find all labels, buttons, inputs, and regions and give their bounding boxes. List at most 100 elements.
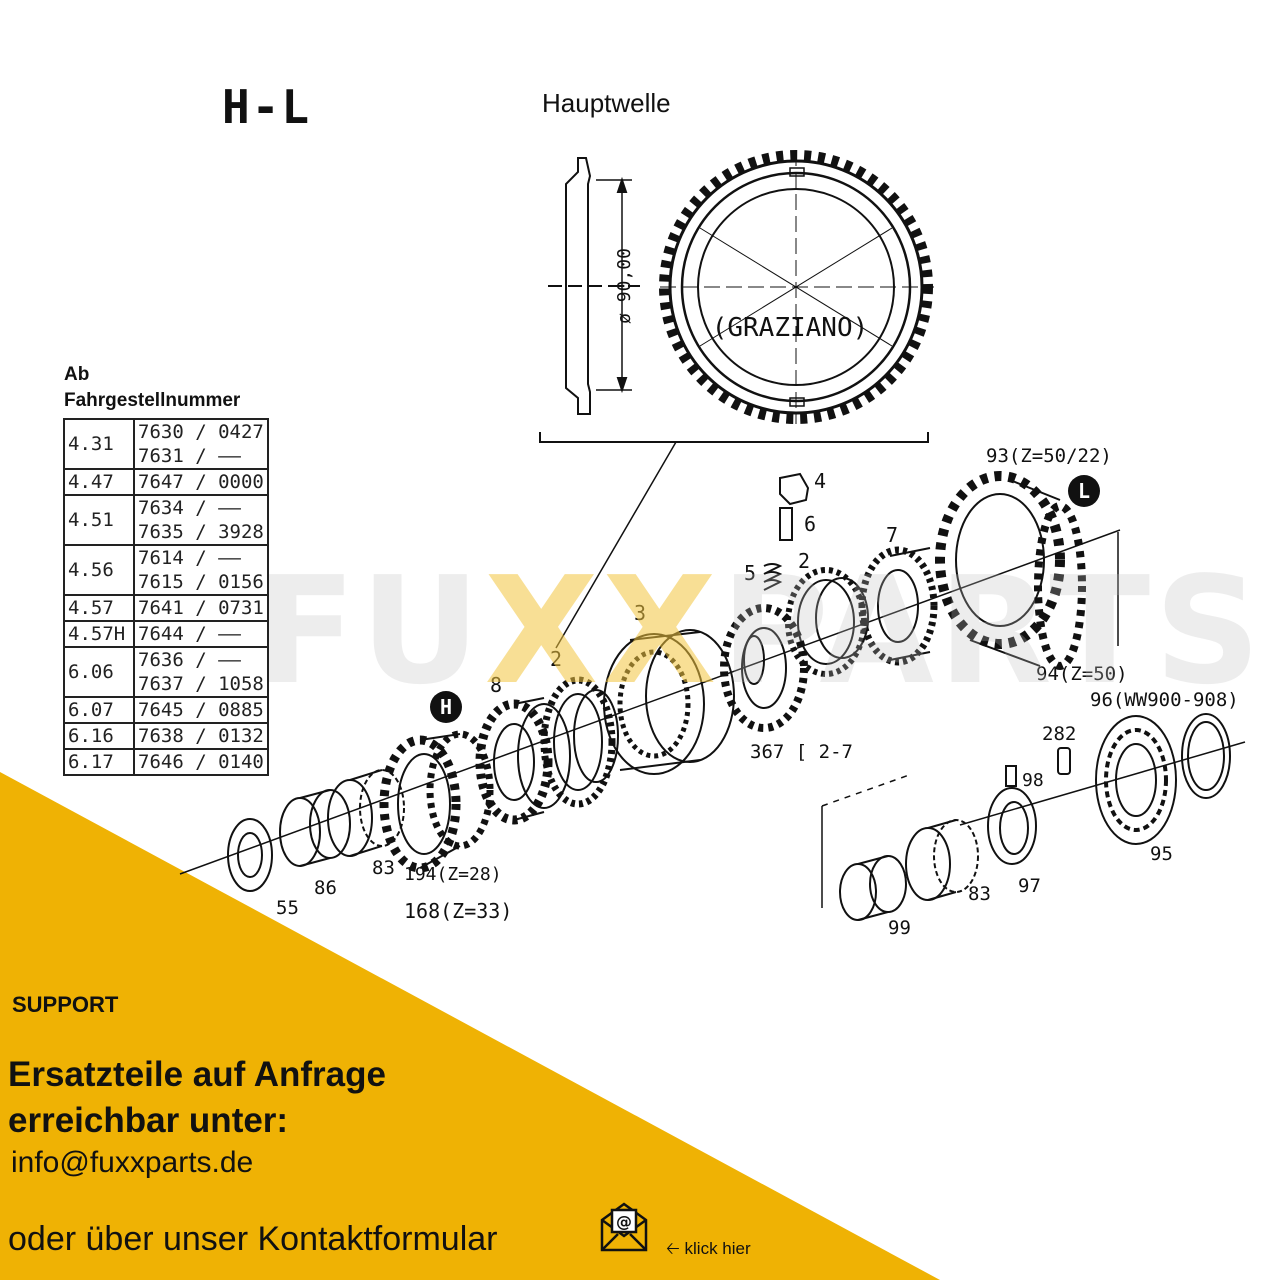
support-email-link[interactable]: info@fuxxparts.de bbox=[11, 1146, 254, 1179]
model-cell: 6.16 bbox=[63, 722, 135, 750]
part-96-shim bbox=[1181, 713, 1231, 799]
label-3: 3 bbox=[634, 601, 646, 625]
part-367-synchro-body bbox=[720, 604, 808, 732]
model-cell: 4.47 bbox=[63, 468, 135, 496]
chassis-number-cell: 7634 / ——7635 / 3928 bbox=[133, 494, 269, 546]
marker-l: L bbox=[1068, 475, 1100, 507]
chassis-number: 7636 / —— bbox=[138, 649, 241, 671]
contact-form-link[interactable]: 🡠 klick hier bbox=[666, 1236, 751, 1265]
chassis-number: 7630 / 0427 bbox=[138, 421, 264, 443]
contact-form-text: oder über unser Kontaktformular bbox=[8, 1220, 498, 1258]
svg-text:@: @ bbox=[616, 1212, 632, 1231]
label-83-left: 83 bbox=[372, 857, 395, 879]
table-heading: Ab Fahrgestellnummer bbox=[64, 362, 240, 414]
table-heading-line1: Ab bbox=[64, 364, 90, 385]
part-4-detent bbox=[779, 472, 810, 506]
part-5-spring bbox=[763, 563, 783, 591]
chassis-number: 7637 / 1058 bbox=[138, 673, 264, 695]
section-title: Hauptwelle bbox=[542, 88, 671, 118]
table-heading-line2: Fahrgestellnummer bbox=[64, 390, 241, 411]
chassis-number: 7615 / 0156 bbox=[138, 571, 264, 593]
ring-cross-section bbox=[565, 157, 592, 415]
svg-text:L: L bbox=[1078, 479, 1090, 503]
support-label: SUPPORT bbox=[12, 992, 119, 1017]
label-97: 97 bbox=[1018, 875, 1041, 897]
chassis-number: 7631 / —— bbox=[138, 445, 241, 467]
model-cell: 6.07 bbox=[63, 696, 135, 724]
part-98-pin bbox=[1005, 765, 1017, 787]
chassis-number: 7641 / 0731 bbox=[138, 597, 264, 619]
part-86-sleeve bbox=[279, 797, 321, 867]
label-96: 96(WW900-908) bbox=[1090, 689, 1239, 711]
svg-text:H: H bbox=[440, 695, 452, 719]
label-93: 93(Z=50/22) bbox=[986, 445, 1112, 467]
part-7-hub bbox=[858, 546, 938, 666]
part-97-washer bbox=[987, 787, 1037, 865]
label-6: 6 bbox=[804, 512, 816, 536]
part-282-key bbox=[1057, 747, 1071, 775]
chassis-number-cell: 7647 / 0000 bbox=[133, 468, 269, 496]
part-93-gear bbox=[935, 471, 1086, 670]
label-4: 4 bbox=[814, 469, 826, 493]
chassis-number: 7638 / 0132 bbox=[138, 725, 264, 747]
label-168: 168(Z=33) bbox=[404, 899, 512, 923]
label-7: 7 bbox=[886, 523, 898, 547]
support-headline-line1: Ersatzteile auf Anfrage bbox=[8, 1055, 386, 1094]
model-cell: 4.57 bbox=[63, 594, 135, 622]
arrow-left-icon: 🡠 bbox=[666, 1239, 680, 1258]
chassis-number: 7644 / —— bbox=[138, 623, 241, 645]
envelope-at-icon[interactable]: @ bbox=[596, 1198, 652, 1254]
part-3-sleeve bbox=[603, 629, 735, 775]
support-headline: Ersatzteile auf Anfrage erreichbar unter… bbox=[8, 1052, 528, 1144]
model-cell: 4.51 bbox=[63, 494, 135, 546]
label-194: 194(Z=28) bbox=[404, 864, 502, 885]
chassis-number-cell: 7638 / 0132 bbox=[133, 722, 269, 750]
model-cell: 4.57H bbox=[63, 620, 135, 648]
chassis-number-cell: 7636 / ——7637 / 1058 bbox=[133, 646, 269, 698]
part-55-washer bbox=[227, 818, 273, 892]
chassis-number-cell: 7644 / —— bbox=[133, 620, 269, 648]
label-367: 367 [ 2-7 bbox=[750, 741, 853, 763]
synchro-ring-front-view bbox=[659, 150, 934, 424]
part-99-sleeve bbox=[839, 855, 907, 921]
chassis-number-cell: 7646 / 0140 bbox=[133, 748, 269, 776]
page-title: H-L bbox=[222, 80, 312, 134]
label-2-left: 2 bbox=[550, 647, 562, 671]
contact-link-label: klick hier bbox=[684, 1239, 751, 1258]
marker-h: H bbox=[430, 691, 462, 723]
label-282: 282 bbox=[1042, 723, 1076, 745]
model-cell: 6.17 bbox=[63, 748, 135, 776]
label-94: 94(Z=50) bbox=[1036, 663, 1128, 685]
label-2-right: 2 bbox=[798, 549, 810, 573]
model-cell: 4.56 bbox=[63, 544, 135, 596]
label-95: 95 bbox=[1150, 843, 1173, 865]
support-headline-line2: erreichbar unter: bbox=[8, 1101, 289, 1140]
label-86: 86 bbox=[314, 877, 337, 899]
label-55: 55 bbox=[276, 897, 299, 919]
label-98: 98 bbox=[1022, 770, 1044, 791]
part-8-hub bbox=[475, 697, 571, 825]
chassis-number: 7614 / —— bbox=[138, 547, 241, 569]
watermark-logo: FUXXPARTS bbox=[255, 545, 1265, 717]
label-5: 5 bbox=[744, 561, 756, 585]
chassis-number: 7635 / 3928 bbox=[138, 521, 264, 543]
chassis-number-cell: 7614 / ——7615 / 0156 bbox=[133, 544, 269, 596]
ring-brand-label: (GRAZIANO) bbox=[712, 313, 869, 343]
dimension-label: ø 90,00 bbox=[614, 248, 635, 324]
label-83-right: 83 bbox=[968, 883, 991, 905]
label-99: 99 bbox=[888, 917, 911, 939]
model-cell: 6.06 bbox=[63, 646, 135, 698]
